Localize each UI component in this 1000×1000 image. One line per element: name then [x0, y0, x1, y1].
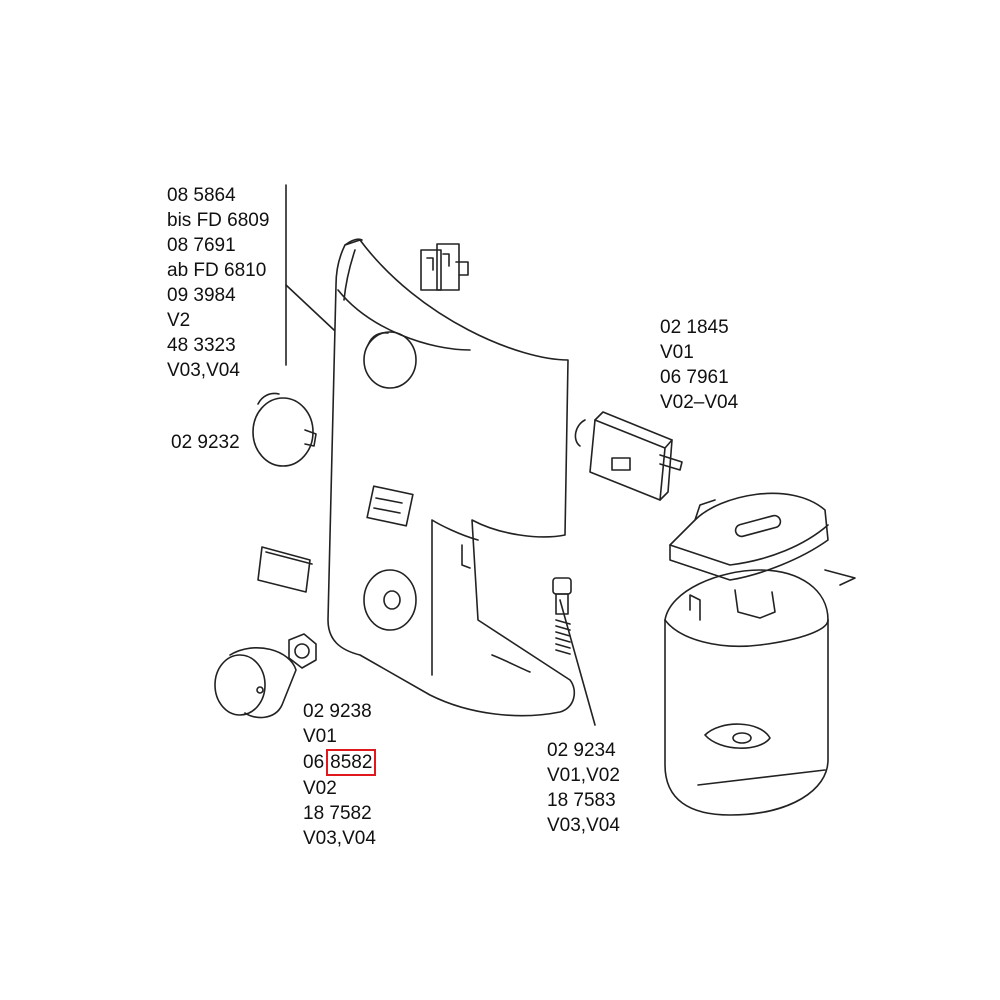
callout-bottom-knob-line: V01 [303, 726, 337, 747]
callout-top-left-line: 09 3984 [167, 285, 236, 306]
callout-switch: 02 1845 V01 06 7961 V02–V04 [660, 315, 738, 415]
round-cap [252, 392, 317, 467]
callout-top-left-line: ab FD 6810 [167, 260, 267, 281]
spring-pin [552, 577, 572, 655]
callout-top-left-line: 08 7691 [167, 235, 236, 256]
callout-bottom-knob-line: V03,V04 [303, 828, 376, 849]
callout-top-left: 08 5864 bis FD 6809 08 7691 ab FD 6810 0… [167, 183, 269, 383]
callout-spring-pin-line: V01,V02 [547, 765, 620, 786]
small-plate [257, 546, 313, 593]
callout-spring-pin-line: 18 7583 [547, 790, 616, 811]
callout-top-left-line: 48 3323 [167, 335, 236, 356]
highlighted-part-number: 8582 [326, 749, 377, 776]
microswitch [574, 411, 683, 501]
callout-left-cap: 02 9232 [171, 430, 240, 455]
front-housing-panel [327, 238, 576, 717]
callout-switch-line: V02–V04 [660, 392, 739, 413]
callout-left-cap-line: 02 9232 [171, 432, 240, 453]
connector-block [420, 243, 469, 291]
container-body [664, 569, 829, 816]
leader-lines [285, 184, 596, 726]
callout-prefix: 06 [303, 752, 325, 773]
container-lid [669, 492, 856, 586]
callout-spring-pin-line: 02 9234 [547, 740, 616, 761]
callout-switch-line: V01 [660, 342, 694, 363]
callout-top-left-line: V03,V04 [167, 360, 240, 381]
callout-switch-line: 02 1845 [660, 317, 729, 338]
callout-top-left-line: V2 [167, 310, 191, 331]
callout-bottom-knob-line: 02 9238 [303, 701, 372, 722]
knob [214, 647, 297, 719]
callout-bottom-knob-line: 18 7582 [303, 803, 372, 824]
callout-top-left-line: 08 5864 [167, 185, 236, 206]
callout-switch-line: 06 7961 [660, 367, 729, 388]
callout-bottom-knob-line: V02 [303, 778, 337, 799]
callout-spring-pin: 02 9234 V01,V02 18 7583 V03,V04 [547, 738, 620, 838]
hex-nut [288, 633, 317, 669]
callout-top-left-line: bis FD 6809 [167, 210, 270, 231]
callout-spring-pin-line: V03,V04 [547, 815, 620, 836]
